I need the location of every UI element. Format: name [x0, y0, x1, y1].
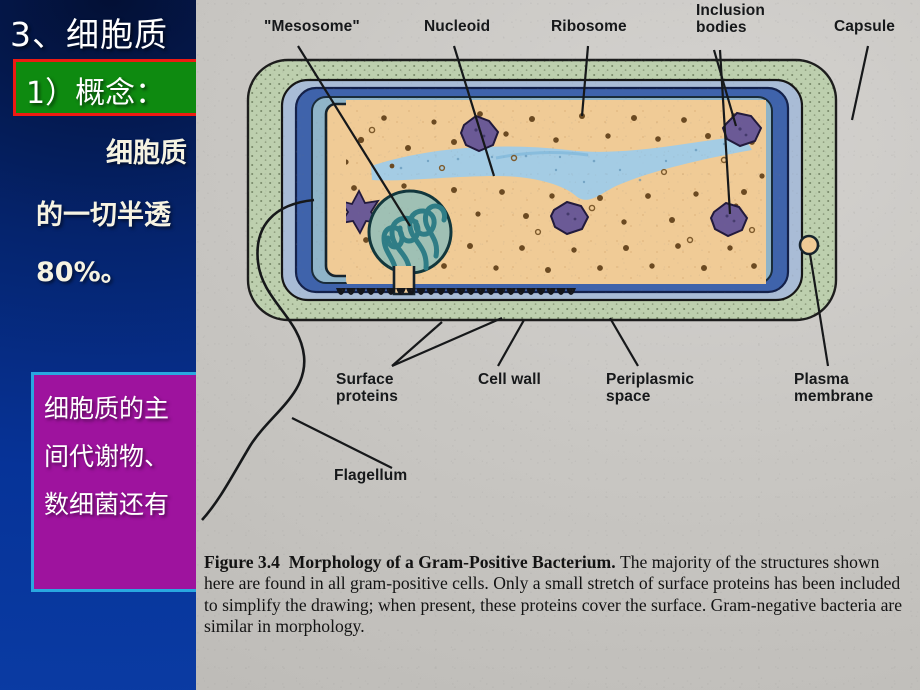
concept-heading-box: 1）概念： — [13, 59, 196, 116]
caption-figure-number: Figure 3.4 — [204, 552, 280, 572]
page-title: 3、细胞质 — [10, 15, 168, 54]
leader-lines-bottom — [291, 253, 830, 469]
bacterium-diagram — [201, 45, 870, 521]
concept-heading-label: 1）概念： — [26, 76, 166, 111]
label-ribosome: Ribosome — [551, 18, 627, 35]
label-inclusion-bodies: Inclusion bodies — [696, 2, 765, 36]
label-cell-wall: Cell wall — [478, 371, 541, 388]
body-text-line-1: 细胞质 — [106, 138, 187, 169]
caption-heading: Morphology of a Gram-Positive Bacterium. — [288, 552, 616, 572]
surface-proteins — [336, 288, 576, 295]
body-text-line-2: 的一切半透 — [36, 200, 171, 231]
nucleoid — [371, 136, 752, 200]
plasma-membrane-marker — [798, 234, 820, 256]
textbook-figure-image: "Mesosome" Nucleoid Ribosome Inclusion b… — [196, 0, 920, 690]
label-capsule: Capsule — [834, 18, 895, 35]
body-text-line-3: 80%。 — [36, 257, 128, 288]
leader-lines-top — [297, 45, 870, 227]
note-text-line-2: 间代谢物、 — [44, 442, 170, 471]
figure-caption: Figure 3.4 Morphology of a Gram-Positive… — [204, 552, 910, 638]
note-text-line-3: 数细菌还有 — [44, 490, 170, 519]
caption-body: The majority of the structures shown her… — [204, 552, 903, 637]
label-mesosome: "Mesosome" — [264, 18, 360, 35]
label-periplasmic-space: Periplasmic space — [606, 371, 695, 405]
slide-text-panel: 3、细胞质 1）概念： 细胞质 的一切半透 80%。 细胞质的主 间代谢物、 数… — [0, 0, 196, 690]
label-flagellum: Flagellum — [334, 467, 408, 484]
inclusion-bodies — [346, 111, 763, 238]
mesosome-neck — [392, 265, 416, 296]
label-surface-proteins: Surface proteins — [336, 371, 398, 405]
label-nucleoid: Nucleoid — [424, 18, 491, 35]
flagellum — [201, 198, 315, 521]
note-text-line-1: 细胞质的主 — [44, 394, 170, 423]
label-plasma-membrane: Plasma membrane — [794, 371, 874, 405]
note-callout-box: 细胞质的主 间代谢物、 数细菌还有 — [31, 372, 196, 592]
